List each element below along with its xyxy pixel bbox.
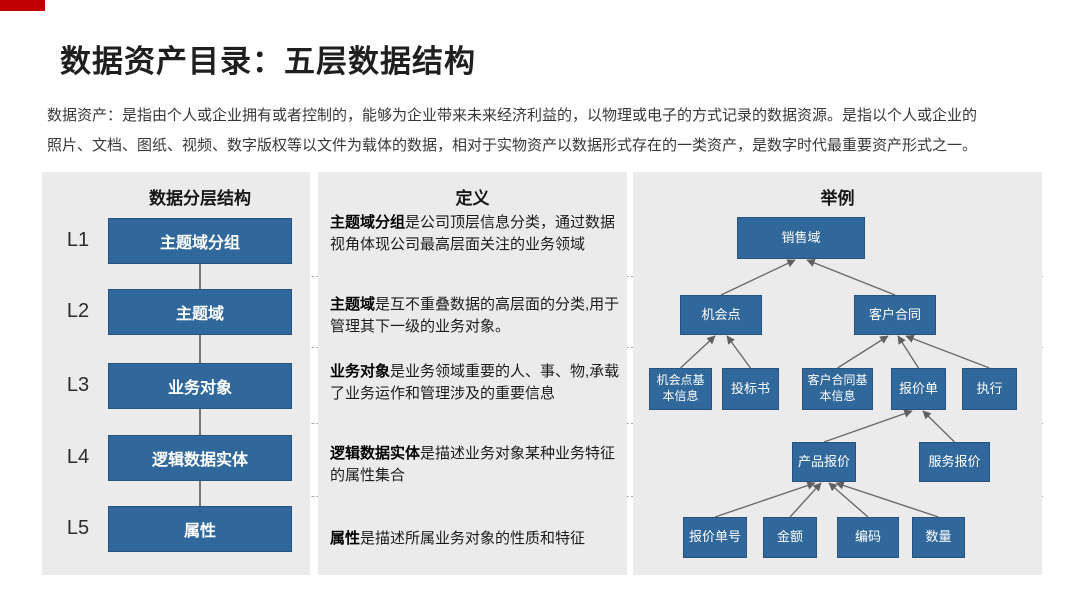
tree-node-quotation: 报价单 [891, 368, 946, 410]
definition-row-1: 主题域分组是公司顶层信息分类，通过数据视角体现公司最高层面关注的业务领域 [330, 212, 624, 256]
layer-connector-1 [199, 264, 201, 289]
layer-connector-2 [199, 335, 201, 363]
tree-edges [680, 258, 990, 518]
tree-node-opportunity: 机会点 [680, 295, 762, 335]
definition-row-4: 逻辑数据实体是描述业务对象某种业务特征的属性集合 [330, 443, 624, 487]
layer-box-business-object: 业务对象 [108, 363, 292, 409]
definition-term-4: 逻辑数据实体 [330, 445, 421, 462]
definition-text-2: 是互不重叠数据的高层面的分类,用于管理其下一级的业务对象。 [330, 296, 620, 335]
level-label-l1: L1 [66, 229, 90, 251]
definition-row-2: 主题域是互不重叠数据的高层面的分类,用于管理其下一级的业务对象。 [330, 294, 624, 338]
page-title: 数据资产目录：五层数据结构 [60, 44, 476, 79]
tree-node-service-quote: 服务报价 [919, 442, 990, 482]
definition-term-1: 主题域分组 [330, 214, 406, 231]
definition-row-5: 属性是描述所属业务对象的性质和特征 [330, 528, 624, 550]
layer-box-subject-area: 主题域 [108, 289, 292, 335]
example-panel-header: 举例 [820, 189, 855, 208]
tree-node-execution: 执行 [962, 368, 1017, 410]
tree-node-opportunity-basic-info: 机会点基本信息 [649, 368, 712, 410]
definitions-panel-header: 定义 [455, 189, 490, 208]
definition-term-3: 业务对象 [330, 363, 391, 380]
layer-box-subject-area-group: 主题域分组 [108, 218, 292, 264]
definition-text-5: 是描述所属业务对象的性质和特征 [360, 530, 586, 547]
example-panel: 举例 销售域 机会点 客户合同 机会点基本信息 投标书 客户合同基本信息 报价单… [633, 172, 1042, 575]
level-label-l4: L4 [66, 446, 90, 468]
definition-term-5: 属性 [330, 530, 361, 547]
tree-node-amount: 金额 [763, 517, 817, 558]
intro-line-2: 照片、文档、图纸、视频、数字版权等以文件为载体的数据，相对于实物资产以数据形式存… [47, 137, 978, 154]
level-label-l2: L2 [66, 300, 90, 322]
tree-node-quantity: 数量 [912, 517, 965, 558]
definition-term-2: 主题域 [330, 296, 376, 313]
layer-connector-3 [199, 409, 201, 435]
tree-node-code: 编码 [837, 517, 899, 558]
intro-paragraph: 数据资产：是指由个人或企业拥有或者控制的，能够为企业带来未来经济利益的，以物理或… [47, 101, 1042, 161]
tree-node-quote-number: 报价单号 [683, 517, 747, 558]
definitions-panel: 定义 主题域分组是公司顶层信息分类，通过数据视角体现公司最高层面关注的业务领域 … [318, 172, 627, 575]
tree-node-sales-domain: 销售域 [737, 217, 865, 259]
definition-text-3: 是业务领域重要的人、事、物,承载了业务运作和管理涉及的重要信息 [330, 363, 620, 402]
intro-line-1: 数据资产：是指由个人或企业拥有或者控制的，能够为企业带来未来经济利益的，以物理或… [47, 107, 978, 124]
layers-panel: 数据分层结构 L1 L2 L3 L4 L5 主题域分组 主题域 业务对象 逻辑数… [42, 172, 310, 575]
tree-node-contract-basic-info: 客户合同基本信息 [802, 368, 873, 410]
tree-node-product-quote: 产品报价 [792, 442, 856, 482]
layer-box-attribute: 属性 [108, 506, 292, 552]
tree-node-bid-document: 投标书 [722, 368, 779, 410]
level-label-l3: L3 [66, 374, 90, 396]
definition-text-4: 是描述业务对象某种业务特征的属性集合 [330, 445, 616, 484]
layers-panel-header: 数据分层结构 [149, 189, 251, 208]
layer-box-logical-entity: 逻辑数据实体 [108, 435, 292, 481]
tree-node-customer-contract: 客户合同 [854, 295, 936, 335]
accent-corner-mark [0, 0, 45, 11]
layer-connector-4 [199, 481, 201, 506]
definition-text-1: 是公司顶层信息分类，通过数据视角体现公司最高层面关注的业务领域 [330, 214, 616, 253]
level-label-l5: L5 [66, 517, 90, 539]
definition-row-3: 业务对象是业务领域重要的人、事、物,承载了业务运作和管理涉及的重要信息 [330, 361, 624, 405]
